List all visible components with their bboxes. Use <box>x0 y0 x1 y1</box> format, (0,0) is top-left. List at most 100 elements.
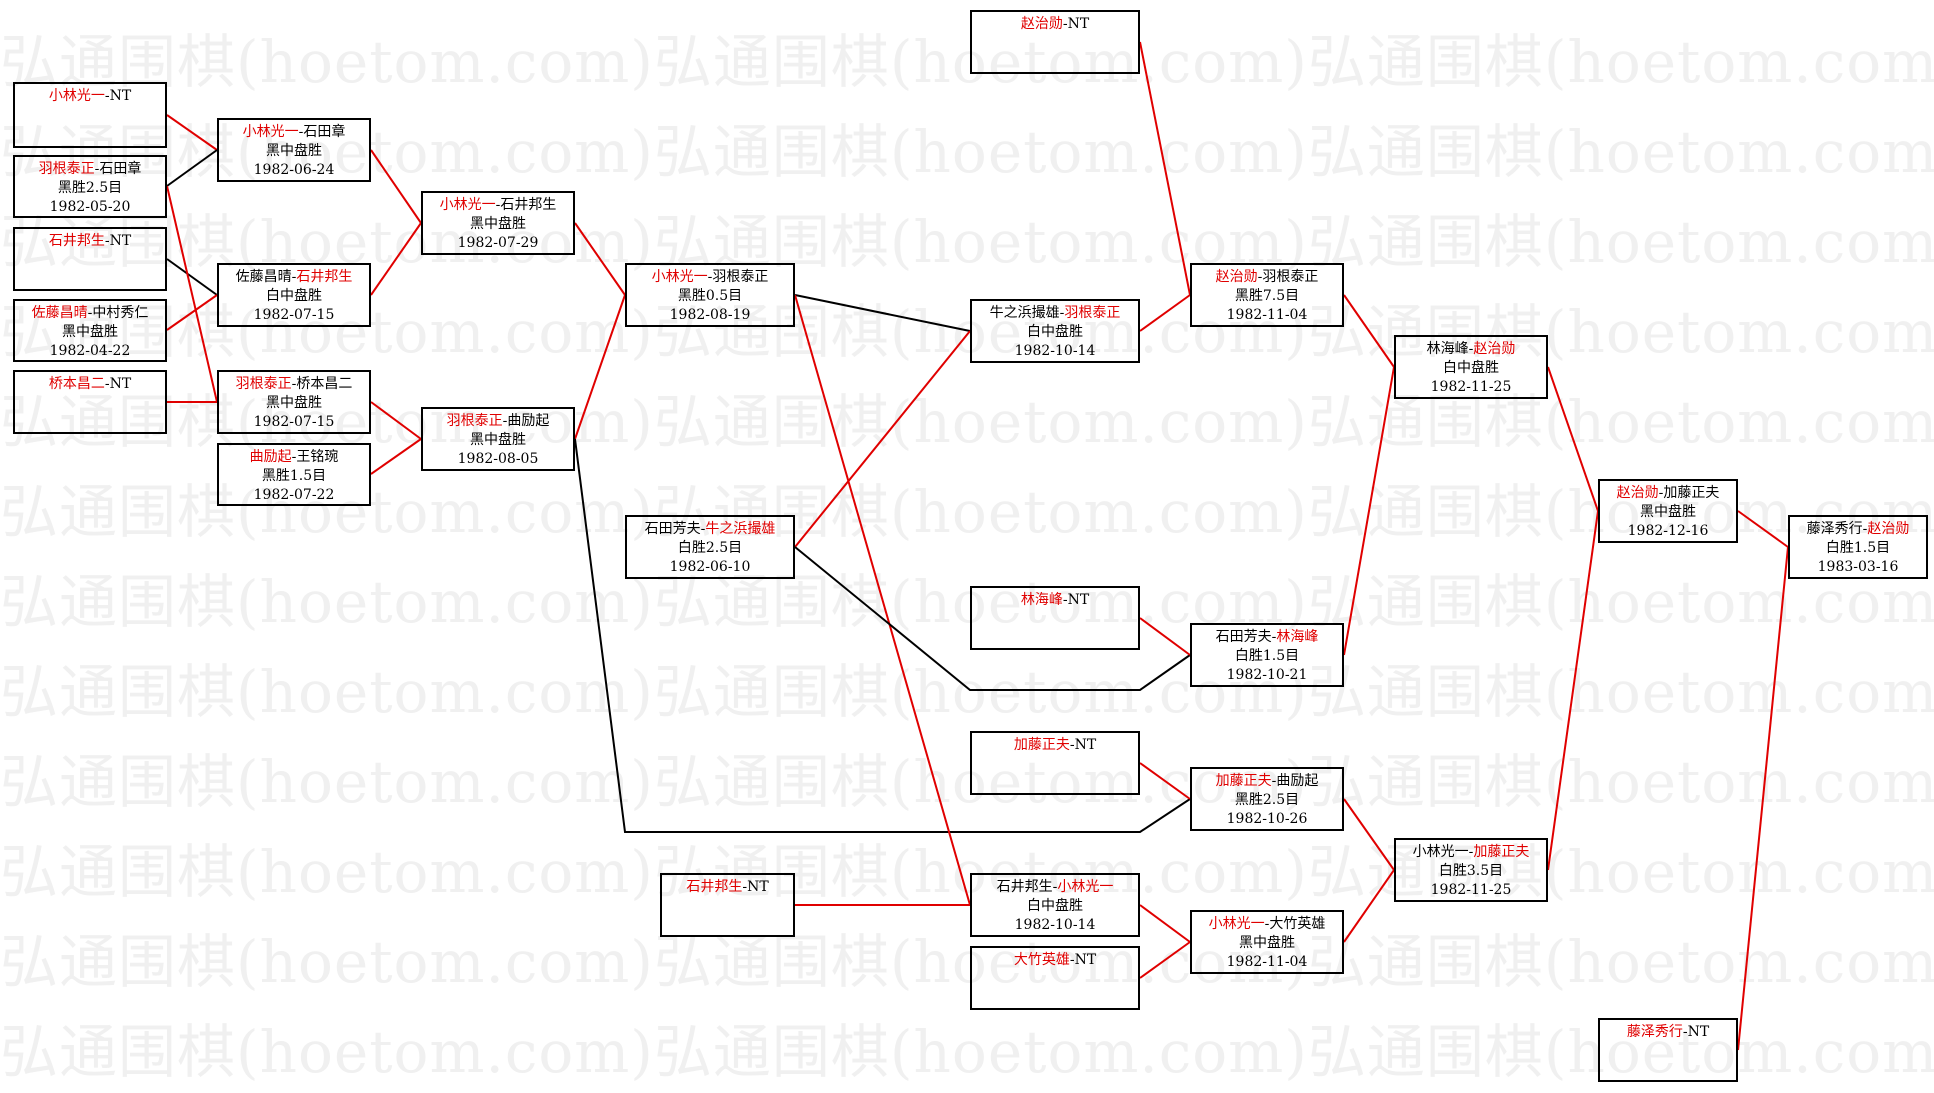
match-box: 石井邦生-NT <box>13 227 167 291</box>
winner-connector <box>1547 366 1599 512</box>
match-date: 1982-11-25 <box>1430 882 1512 898</box>
winner-connector <box>370 222 422 296</box>
player-white: 石田章 <box>99 161 142 177</box>
player-white: 赵治勋 <box>1473 341 1516 357</box>
match-players: 羽根泰正-石田章 <box>15 160 165 179</box>
match-date: 1982-10-21 <box>1226 667 1308 683</box>
winner-connector <box>1139 294 1191 332</box>
player-black: 石井邦生 <box>996 879 1053 895</box>
winner-connector <box>794 294 971 906</box>
player-white: 石井邦生 <box>500 197 557 213</box>
match-result: 黑胜2.5目 <box>1234 792 1300 808</box>
player-separator: - <box>1069 737 1075 753</box>
player-black: 石井邦生 <box>48 233 105 249</box>
player-black: 石田芳夫 <box>1215 629 1272 645</box>
player-separator: - <box>1468 844 1474 860</box>
player-white: NT <box>109 88 132 104</box>
match-date: 1982-07-22 <box>253 487 335 503</box>
match-date: 1982-11-04 <box>1226 307 1308 323</box>
match-players: 佐藤昌晴-中村秀仁 <box>15 304 165 323</box>
match-players: 小林光一-羽根泰正 <box>627 268 793 287</box>
match-players: 林海峰-NT <box>972 591 1138 610</box>
player-white: NT <box>109 233 132 249</box>
player-black: 藤泽秀行 <box>1806 521 1863 537</box>
match-result: 白胜2.5目 <box>677 540 743 556</box>
winner-connector <box>370 401 422 440</box>
player-black: 小林光一 <box>1208 916 1265 932</box>
match-players: 大竹英雄-NT <box>972 951 1138 970</box>
match-result: 黑胜2.5目 <box>57 180 123 196</box>
winner-connector <box>574 294 626 440</box>
match-date: 1982-06-24 <box>253 162 335 178</box>
match-players: 小林光一-石井邦生 <box>423 196 573 215</box>
match-box: 林海峰-NT <box>970 586 1140 650</box>
match-date: 1982-06-10 <box>669 559 751 575</box>
match-date: 1982-12-16 <box>1627 523 1709 539</box>
winner-connector <box>1737 510 1789 548</box>
match-players: 石井邦生-小林光一 <box>972 878 1138 897</box>
winner-connector <box>1139 41 1191 296</box>
match-players: 石井邦生-NT <box>15 232 165 251</box>
match-players: 佐藤昌晴-石井邦生 <box>219 268 369 287</box>
player-black: 石田芳夫 <box>644 521 701 537</box>
player-separator: - <box>291 449 297 465</box>
match-players: 林海峰-赵治勋 <box>1396 340 1546 359</box>
winner-connector <box>1139 904 1191 943</box>
winner-connector <box>1343 798 1395 871</box>
match-players: 藤泽秀行-NT <box>1600 1023 1736 1042</box>
player-separator: - <box>1059 305 1065 321</box>
player-separator: - <box>1264 916 1270 932</box>
match-players: 小林光一-NT <box>15 87 165 106</box>
match-result: 白胜3.5目 <box>1438 863 1504 879</box>
match-result: 黑中盘胜 <box>1640 504 1696 520</box>
player-black: 曲励起 <box>249 449 292 465</box>
player-separator: - <box>1682 1024 1688 1040</box>
match-date: 1982-10-26 <box>1226 811 1308 827</box>
player-separator: - <box>1271 629 1277 645</box>
player-white: NT <box>747 879 769 895</box>
player-black: 林海峰 <box>1426 341 1469 357</box>
player-separator: - <box>742 879 748 895</box>
player-black: 林海峰 <box>1020 592 1063 608</box>
winner-connector <box>370 149 422 224</box>
match-box: 大竹英雄-NT <box>970 946 1140 1010</box>
match-date: 1982-10-14 <box>1014 917 1096 933</box>
player-separator: - <box>1052 879 1058 895</box>
player-separator: - <box>700 521 706 537</box>
match-result: 黑中盘胜 <box>266 143 322 159</box>
player-white: 羽根泰正 <box>1262 269 1319 285</box>
match-players: 赵治勋-NT <box>972 15 1138 34</box>
match-result: 黑中盘胜 <box>470 432 526 448</box>
loser-connector <box>794 546 1191 691</box>
match-result: 白胜1.5目 <box>1825 540 1891 556</box>
match-date: 1982-08-05 <box>457 451 539 467</box>
player-black: 小林光一 <box>242 124 299 140</box>
player-white: NT <box>1074 952 1097 968</box>
match-players: 石井邦生-NT <box>662 878 793 897</box>
match-players: 桥本昌二-NT <box>15 375 165 394</box>
winner-connector <box>1139 762 1191 800</box>
player-white: 王铭琬 <box>296 449 339 465</box>
player-black: 牛之浜撮雄 <box>989 305 1060 321</box>
player-separator: - <box>707 269 713 285</box>
match-players: 藤泽秀行-赵治勋 <box>1790 520 1926 539</box>
player-white: 桥本昌二 <box>296 376 353 392</box>
player-black: 赵治勋 <box>1616 485 1659 501</box>
match-date: 1982-07-29 <box>457 235 539 251</box>
winner-connector <box>166 185 218 403</box>
player-separator: - <box>104 88 110 104</box>
match-result: 黑胜1.5目 <box>261 468 327 484</box>
player-black: 桥本昌二 <box>48 376 105 392</box>
player-black: 羽根泰正 <box>235 376 292 392</box>
match-result: 白中盘胜 <box>266 288 322 304</box>
player-separator: - <box>104 376 110 392</box>
winner-connector <box>1343 366 1395 656</box>
match-players: 加藤正夫-NT <box>972 736 1138 755</box>
player-black: 小林光一 <box>439 197 496 213</box>
